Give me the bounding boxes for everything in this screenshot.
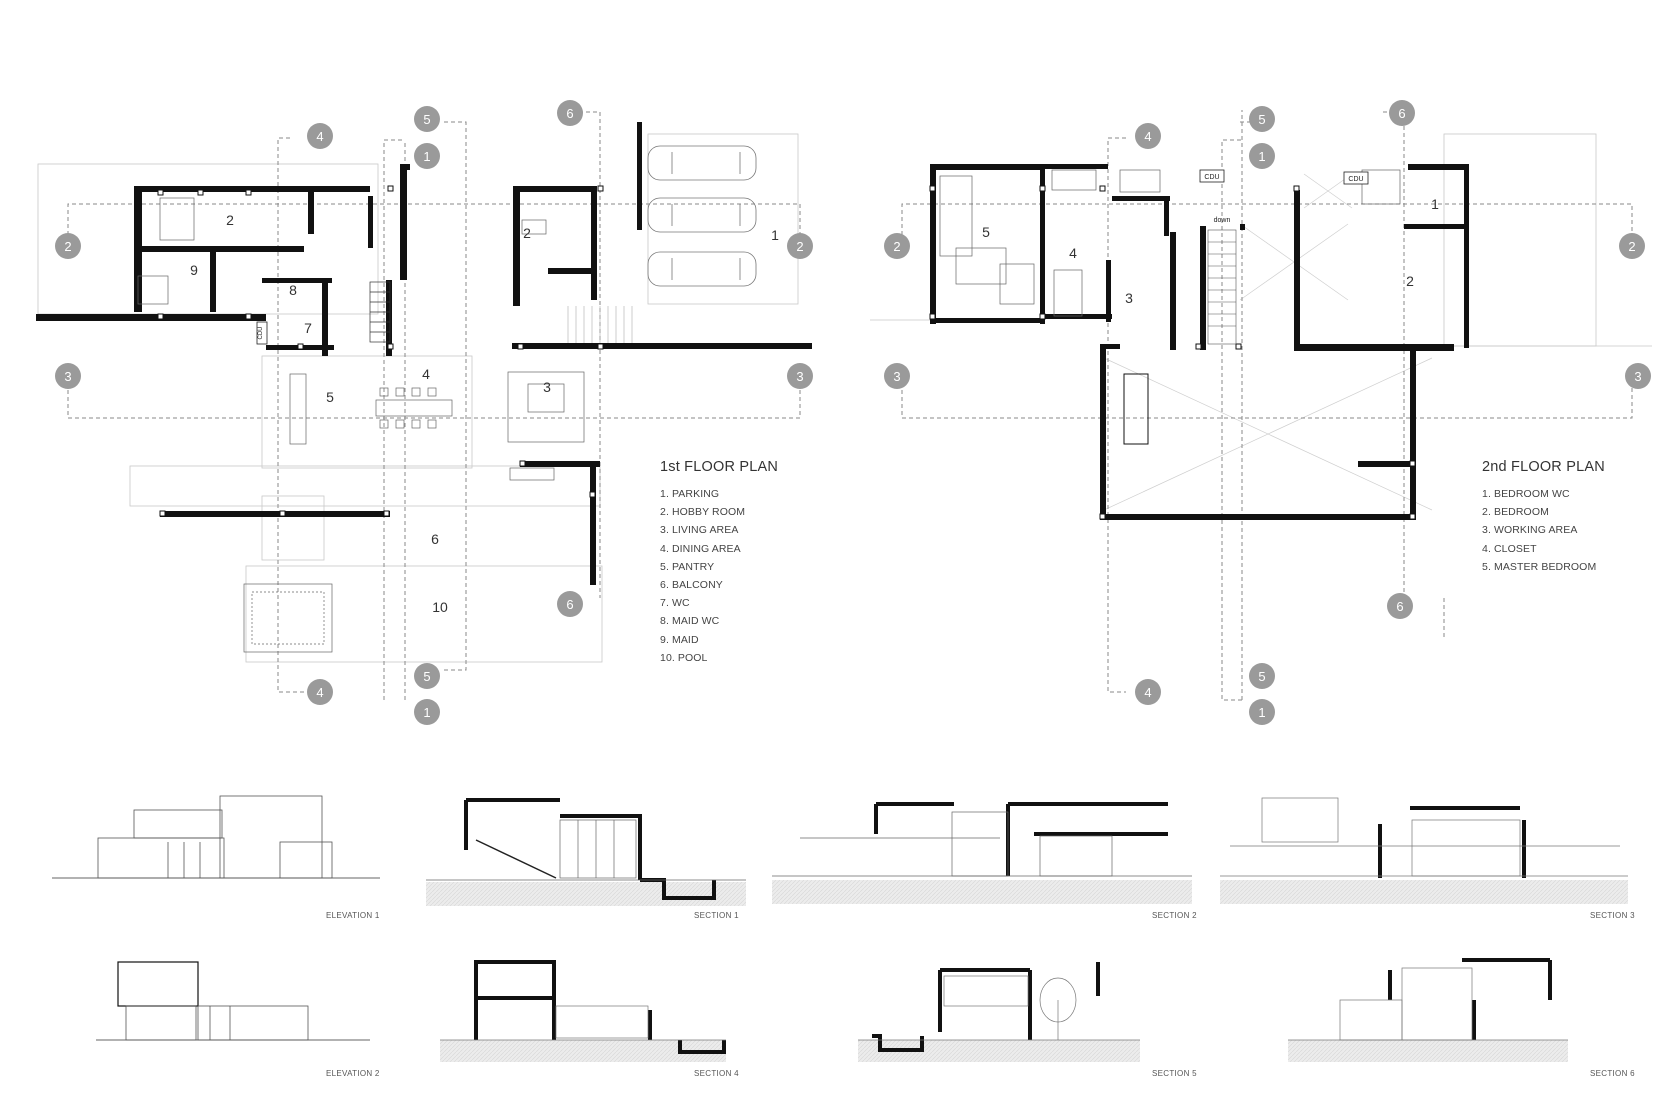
caption-elevation-1: ELEVATION 1 bbox=[326, 911, 380, 920]
caption-section-3: SECTION 3 bbox=[1590, 911, 1635, 920]
grid-marker-1: 1 bbox=[1258, 149, 1265, 164]
stair-down-label: down bbox=[1214, 217, 1231, 224]
grid-marker-5: 5 bbox=[1258, 669, 1265, 684]
room-number: 5 bbox=[982, 224, 990, 240]
grid-marker-2: 2 bbox=[64, 239, 71, 254]
svg-text:CDU: CDU bbox=[1204, 174, 1219, 181]
legend-item: 3. LIVING AREA bbox=[660, 524, 739, 537]
grid-marker-5: 5 bbox=[1258, 112, 1265, 127]
caption-section-4: SECTION 4 bbox=[694, 1069, 739, 1078]
legend-item: 2. HOBBY ROOM bbox=[660, 506, 746, 519]
legend-item: 2. BEDROOM bbox=[1482, 506, 1549, 519]
legend-item: 7. WC bbox=[660, 597, 690, 610]
second-floor-plan-title: 2nd FLOOR PLAN bbox=[1482, 459, 1605, 475]
second-floor-plan: CDU CDU down 1 2 3 4 5 bbox=[870, 110, 1652, 701]
caption-section-6: SECTION 6 bbox=[1590, 1069, 1635, 1078]
cdu-tag-2f-b: CDU bbox=[1343, 171, 1369, 185]
room-number: 4 bbox=[1069, 245, 1077, 261]
grid-marker-5: 5 bbox=[423, 112, 430, 127]
legend-item: 5. MASTER BEDROOM bbox=[1482, 560, 1597, 573]
room-number: 4 bbox=[422, 366, 430, 382]
grid-marker-1: 1 bbox=[1258, 705, 1265, 720]
second-floor-legend: 2nd FLOOR PLAN 1. BEDROOM WC 2. BEDROOM … bbox=[1482, 459, 1605, 576]
grid-marker-5: 5 bbox=[423, 669, 430, 684]
legend-item: 4. DINING AREA bbox=[660, 542, 741, 555]
section-1-drawing bbox=[426, 798, 746, 906]
grid-marker-3: 3 bbox=[796, 369, 803, 384]
section-3-drawing bbox=[1220, 797, 1628, 904]
room-number: 10 bbox=[432, 599, 448, 615]
first-floor-room-numbers: 1 2 2 3 4 5 6 7 8 9 10 bbox=[190, 212, 779, 615]
legend-item: 6. BALCONY bbox=[660, 579, 723, 592]
grid-marker-4: 4 bbox=[1144, 685, 1151, 700]
grid-marker-1: 1 bbox=[423, 705, 430, 720]
first-floor-legend: 1st FLOOR PLAN 1. PARKING 2. HOBBY ROOM … bbox=[660, 459, 778, 667]
legend-item: 4. CLOSET bbox=[1482, 542, 1537, 555]
grid-marker-3: 3 bbox=[64, 369, 71, 384]
legend-item: 5. PANTRY bbox=[660, 560, 715, 573]
grid-marker-6: 6 bbox=[1396, 599, 1403, 614]
grid-marker-2: 2 bbox=[796, 239, 803, 254]
room-number: 3 bbox=[543, 379, 551, 395]
grid-marker-6: 6 bbox=[566, 106, 573, 121]
grid-marker-1: 1 bbox=[423, 149, 430, 164]
room-number: 3 bbox=[1125, 290, 1133, 306]
grid-marker-4: 4 bbox=[1144, 129, 1151, 144]
elevation-2-drawing bbox=[96, 961, 370, 1041]
legend-item: 1. PARKING bbox=[660, 488, 720, 500]
grid-marker-3: 3 bbox=[1634, 369, 1641, 384]
grid-marker-6: 6 bbox=[566, 597, 573, 612]
section-4-drawing bbox=[440, 960, 726, 1062]
legend-item: 10. POOL bbox=[660, 651, 708, 664]
grid-marker-4: 4 bbox=[316, 129, 323, 144]
caption-section-2: SECTION 2 bbox=[1152, 911, 1197, 920]
caption-section-1: SECTION 1 bbox=[694, 911, 739, 920]
section-5-drawing bbox=[858, 962, 1140, 1062]
grid-markers: 4 5 1 6 2 2 3 3 6 4 5 1 4 5 1 6 2 2 3 3 … bbox=[55, 100, 1651, 725]
cdu-tag-1f: CDU bbox=[256, 321, 268, 345]
room-number: 1 bbox=[771, 227, 779, 243]
room-number: 9 bbox=[190, 262, 198, 278]
room-number: 7 bbox=[304, 320, 312, 336]
caption-elevation-2: ELEVATION 2 bbox=[326, 1069, 380, 1078]
room-number: 6 bbox=[431, 531, 439, 547]
legend-item: 8. MAID WC bbox=[660, 615, 720, 628]
grid-marker-2: 2 bbox=[1628, 239, 1635, 254]
grid-marker-3: 3 bbox=[893, 369, 900, 384]
section-6-drawing bbox=[1288, 958, 1568, 1062]
caption-section-5: SECTION 5 bbox=[1152, 1069, 1197, 1078]
grid-marker-6: 6 bbox=[1398, 106, 1405, 121]
elevation-1-drawing bbox=[52, 795, 380, 879]
legend-item: 1. BEDROOM WC bbox=[1482, 488, 1570, 500]
room-number: 8 bbox=[289, 282, 297, 298]
room-number: 2 bbox=[523, 225, 531, 241]
grid-marker-4: 4 bbox=[316, 685, 323, 700]
second-floor-room-numbers: 1 2 3 4 5 bbox=[982, 196, 1439, 306]
room-number: 1 bbox=[1431, 196, 1439, 212]
legend-item: 3. WORKING AREA bbox=[1482, 524, 1578, 537]
svg-text:CDU: CDU bbox=[258, 327, 264, 340]
first-floor-plan-title: 1st FLOOR PLAN bbox=[660, 459, 779, 475]
svg-text:CDU: CDU bbox=[1348, 176, 1363, 183]
legend-item: 9. MAID bbox=[660, 633, 699, 646]
room-number: 5 bbox=[326, 389, 334, 405]
grid-marker-2: 2 bbox=[893, 239, 900, 254]
room-number: 2 bbox=[226, 212, 234, 228]
cdu-tag-2f-a: CDU bbox=[1199, 169, 1225, 183]
room-number: 2 bbox=[1406, 273, 1414, 289]
section-2-drawing bbox=[772, 802, 1192, 904]
first-floor-plan: CDU 1 2 2 3 4 5 6 7 8 9 10 bbox=[36, 111, 812, 700]
